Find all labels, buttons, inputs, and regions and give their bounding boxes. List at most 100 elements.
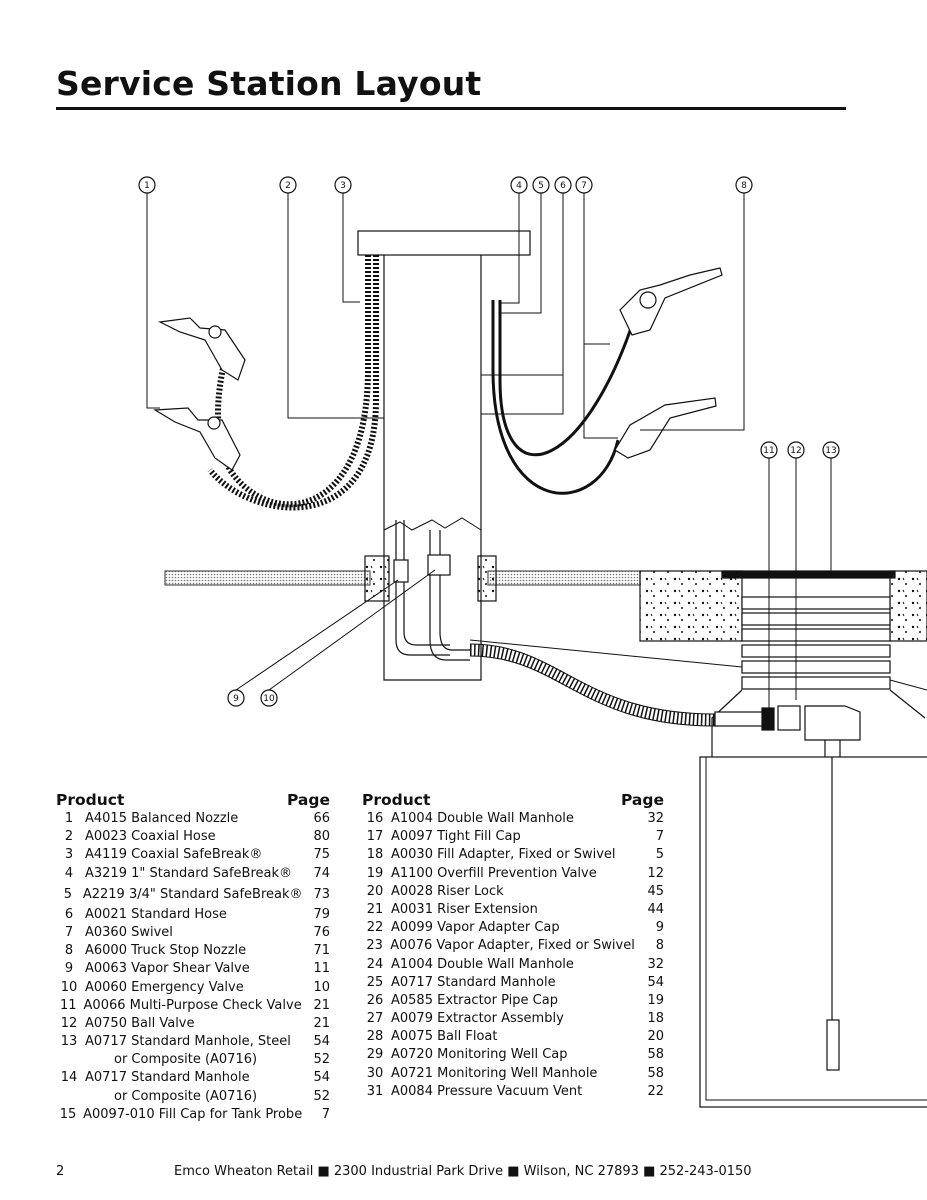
- item-number: 10: [60, 979, 78, 995]
- svg-text:4: 4: [516, 181, 522, 191]
- page-number: 74: [313, 865, 330, 881]
- item-number: [56, 1051, 82, 1069]
- nozzle-upper: [157, 317, 246, 381]
- item-number: 14: [60, 1070, 78, 1086]
- item-number: 7: [64, 924, 74, 940]
- page-number: 79: [313, 906, 330, 922]
- item-number: [56, 1088, 82, 1106]
- callout-12: 12: [787, 441, 805, 459]
- item-number: 20: [366, 883, 384, 899]
- product-name: A0360 Swivel: [85, 924, 173, 940]
- page-number: 66: [313, 811, 330, 826]
- item-number: 3: [64, 847, 74, 863]
- header-page: Page: [286, 791, 330, 809]
- page-number: 22: [647, 1083, 664, 1099]
- coaxial-hose-upper: [215, 255, 371, 508]
- product-name: A0750 Ball Valve: [85, 1015, 195, 1031]
- dispenser-cap: [357, 230, 531, 256]
- page-number: 7: [655, 829, 664, 845]
- product-name: A2219 3/4" Standard SafeBreak®: [82, 886, 303, 902]
- item-number: 26: [366, 992, 384, 1008]
- table-header: Product Page: [56, 790, 330, 810]
- table-row: 4 A3219 1" Standard SafeBreak® 74: [56, 865, 330, 883]
- product-name: A0717 Standard Manhole: [391, 974, 556, 990]
- callout-9: 9: [227, 689, 245, 707]
- manhole-concrete-left: [639, 570, 743, 642]
- manhole-concrete-right: [889, 570, 927, 642]
- product-name: A0097-010 Fill Cap for Tank Probe: [83, 1106, 303, 1122]
- tank: [699, 756, 927, 1108]
- item-number: 4: [64, 865, 74, 881]
- callout-13: 13: [822, 441, 840, 459]
- item-number: 29: [366, 1047, 384, 1063]
- product-name: A0031 Riser Extension: [391, 901, 538, 917]
- page-number: 58: [647, 1065, 664, 1081]
- callout-3: 3: [334, 176, 352, 194]
- callout-11: 11: [760, 441, 778, 459]
- item-number: 15: [59, 1106, 77, 1122]
- item-number: 28: [366, 1029, 384, 1045]
- page-number: 54: [313, 1070, 330, 1086]
- product-name: A0076 Vapor Adapter, Fixed or Swivel: [390, 938, 635, 954]
- item-number: 1: [64, 811, 74, 826]
- item-number: 24: [366, 956, 384, 972]
- riser-rings: [741, 596, 891, 690]
- table-header: Product Page: [362, 790, 664, 810]
- callout-6: 6: [554, 176, 572, 194]
- item-number: 25: [366, 974, 384, 990]
- item-number: 2: [64, 829, 74, 845]
- header-product: Product: [56, 791, 125, 809]
- product-name: A3219 1" Standard SafeBreak®: [85, 865, 293, 881]
- page-number: 52: [313, 1052, 330, 1068]
- page-number: 32: [647, 811, 664, 826]
- item-number: 22: [366, 920, 384, 936]
- page-number: 2: [56, 1164, 65, 1179]
- product-name: A1004 Double Wall Manhole: [391, 811, 574, 826]
- page-number: 58: [647, 1047, 664, 1063]
- item-number: 23: [366, 938, 383, 954]
- page-number: 9: [655, 920, 664, 936]
- item-number: 17: [366, 829, 384, 845]
- product-name: A0060 Emergency Valve: [85, 979, 244, 995]
- svg-text:5: 5: [538, 181, 544, 191]
- product-name: A0021 Standard Hose: [85, 906, 227, 922]
- product-name: A0063 Vapor Shear Valve: [85, 961, 250, 977]
- table-row: 13 A0717 Standard Manhole, Steel 54: [56, 1033, 330, 1051]
- page-number: 21: [313, 1015, 330, 1031]
- title-rule: [56, 107, 846, 110]
- page-number: 11: [313, 961, 330, 977]
- product-name: A6000 Truck Stop Nozzle: [85, 943, 247, 959]
- dispenser-column: [383, 255, 482, 681]
- page-title: Service Station Layout: [56, 64, 482, 103]
- svg-text:11: 11: [763, 446, 774, 456]
- product-name: A0717 Standard Manhole: [85, 1070, 250, 1086]
- page-number: 54: [313, 1034, 330, 1050]
- page-number: 44: [647, 901, 664, 917]
- product-name: A0717 Standard Manhole, Steel: [85, 1034, 291, 1050]
- callout-8: 8: [735, 176, 753, 194]
- page-number: 5: [655, 847, 664, 863]
- page-number: 54: [647, 974, 664, 990]
- item-number: 12: [60, 1015, 78, 1031]
- svg-text:9: 9: [233, 694, 239, 704]
- product-name: A0079 Extractor Assembly: [391, 1011, 564, 1027]
- item-number: 13: [60, 1034, 78, 1050]
- callout-7: 7: [575, 176, 593, 194]
- concrete-island-right: [477, 555, 497, 602]
